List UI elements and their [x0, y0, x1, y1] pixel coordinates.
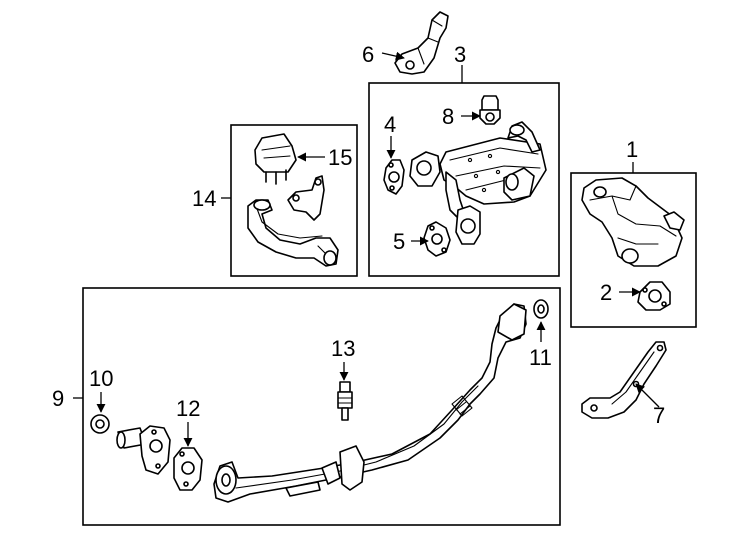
part-7-bracket[interactable] — [581, 341, 667, 419]
part-8-sensor[interactable] — [479, 95, 501, 125]
callout-8: 8 — [442, 104, 454, 129]
callout-1: 1 — [626, 137, 638, 162]
part-3-egr-cooler[interactable] — [409, 121, 547, 245]
callout-10: 10 — [89, 366, 113, 391]
part-1-egr-valve[interactable] — [581, 177, 685, 267]
callout-5: 5 — [393, 229, 405, 254]
leader-7 — [635, 383, 660, 408]
part-2-gasket[interactable] — [637, 281, 671, 311]
callout-3: 3 — [454, 42, 466, 67]
callout-6: 6 — [362, 42, 374, 67]
part-9-flange-connector[interactable] — [116, 425, 171, 475]
callout-13: 13 — [331, 336, 355, 361]
part-6-bracket[interactable] — [394, 11, 449, 75]
callout-14: 14 — [192, 186, 216, 211]
part-12-gasket[interactable] — [173, 447, 203, 491]
part-5-gasket[interactable] — [423, 221, 451, 257]
callout-9: 9 — [52, 386, 64, 411]
part-10-gasket-ring[interactable] — [90, 414, 110, 434]
part-11-gasket-ring[interactable] — [533, 299, 549, 319]
leader-6 — [381, 51, 405, 61]
part-14-tube[interactable] — [247, 199, 339, 267]
part-15-sensor[interactable] — [254, 133, 297, 185]
part-4-gasket[interactable] — [383, 159, 405, 195]
callout-2: 2 — [600, 280, 612, 305]
group-box-14 — [230, 124, 358, 277]
group-box-3 — [368, 82, 560, 277]
callout-15: 15 — [328, 145, 352, 170]
callout-11: 11 — [529, 345, 552, 370]
callout-7: 7 — [653, 403, 665, 428]
part-13-sensor[interactable] — [337, 381, 353, 421]
part-9-egr-tube[interactable] — [213, 303, 527, 503]
callout-12: 12 — [176, 396, 200, 421]
callout-4: 4 — [384, 112, 396, 137]
group-box-9 — [82, 287, 561, 526]
part-14-bracket[interactable] — [287, 175, 325, 221]
